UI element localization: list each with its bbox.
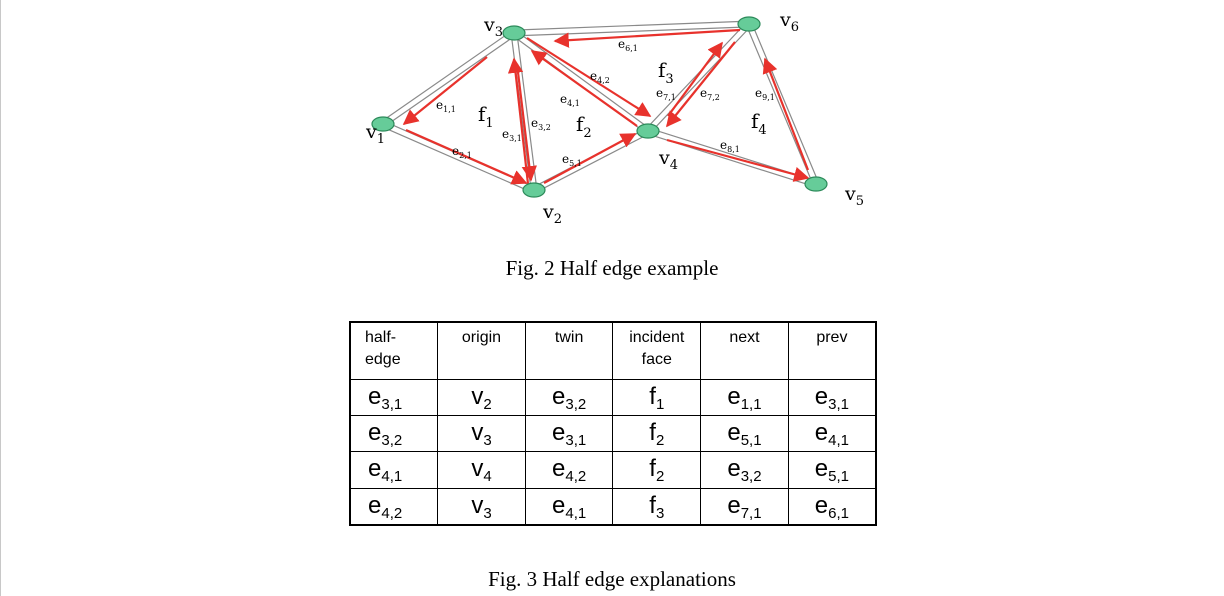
half-edge-diagram: v1 v2 v3 v4 v5 v6 f1 f2 f3 f4 e1,1 e2,1 e3,1 e3,2 e4,1… xyxy=(365,9,864,227)
edge-label-10: e8,1 xyxy=(720,138,740,154)
cell-incident-face: f1 xyxy=(612,378,702,417)
cell-twin: e3,1 xyxy=(524,415,614,453)
cell-prev: e4,1 xyxy=(787,415,877,453)
half-edge-arrow-e21 xyxy=(405,128,528,185)
column-header-origin: origin xyxy=(437,321,526,380)
cell-origin: v3 xyxy=(437,487,526,526)
half-edge-arrow-e81 xyxy=(666,138,810,182)
vertex-label-3: v3 xyxy=(483,14,503,40)
edge-label-8: e7,1 xyxy=(656,86,676,102)
edge-label-9: e7,2 xyxy=(700,86,720,102)
figure-2-caption: Fig. 2 Half edge example xyxy=(505,256,719,280)
cell-next: e1,1 xyxy=(700,378,789,417)
cell-twin: e4,1 xyxy=(524,487,614,526)
edge-label-6: e5,1 xyxy=(562,152,582,168)
cell-half-edge: e3,1 xyxy=(349,378,439,417)
half-edge-arrow-e61 xyxy=(553,28,741,48)
mesh-edge-v1-v2 xyxy=(379,120,538,194)
face-label-4: f4 xyxy=(751,109,767,138)
cell-next: e3,2 xyxy=(700,451,789,489)
cell-incident-face: f3 xyxy=(612,487,702,526)
cell-prev: e6,1 xyxy=(787,487,877,526)
vertex-label-4: v4 xyxy=(658,147,678,173)
vertex-v2 xyxy=(522,182,546,198)
half-edge-arrow-e42 xyxy=(526,37,652,117)
cell-half-edge: e4,1 xyxy=(349,451,439,489)
half-edge-arrow-e31 xyxy=(515,63,537,182)
mesh-edge-v3-v2 xyxy=(510,29,538,194)
edge-label-4: e4,1 xyxy=(560,92,580,108)
edge-label-7: e6,1 xyxy=(618,37,638,53)
page-left-border xyxy=(0,0,1,596)
edge-label-5: e4,2 xyxy=(590,69,610,85)
cell-half-edge: e3,2 xyxy=(349,415,439,453)
cell-prev: e3,1 xyxy=(787,378,877,417)
face-label-2: f2 xyxy=(576,112,592,141)
half-edge-arrow-e11 xyxy=(402,56,488,125)
edge-label-1: e2,1 xyxy=(452,144,472,160)
edge-label-0: e1,1 xyxy=(436,98,456,114)
column-header-half-edge: half-edge xyxy=(349,321,439,380)
half-edge-arrow-e72 xyxy=(666,41,736,128)
mesh-edge-v3-v6 xyxy=(510,20,753,37)
half-edge-arrow-e91 xyxy=(762,57,810,171)
cell-origin: v4 xyxy=(437,451,526,489)
vertex-label-2: v2 xyxy=(542,201,562,227)
face-label-3: f3 xyxy=(658,58,674,87)
cell-twin: e4,2 xyxy=(524,451,614,489)
vertex-v5 xyxy=(804,176,828,192)
edge-label-11: e9,1 xyxy=(755,86,775,102)
cell-incident-face: f2 xyxy=(612,415,702,453)
vertex-label-6: v6 xyxy=(779,9,799,35)
cell-prev: e5,1 xyxy=(787,451,877,489)
cell-next: e5,1 xyxy=(700,415,789,453)
vertex-v4 xyxy=(636,123,660,139)
half-edge-arrow-e51 xyxy=(543,133,637,184)
vertex-v1 xyxy=(371,116,395,132)
face-label-1: f1 xyxy=(478,102,494,131)
vertex-label-1: v1 xyxy=(365,121,385,147)
edge-label-3: e3,2 xyxy=(531,116,551,132)
mesh-edge-v1-v3 xyxy=(379,29,518,128)
cell-next: e7,1 xyxy=(700,487,789,526)
cell-origin: v3 xyxy=(437,415,526,453)
vertex-v6 xyxy=(737,16,761,32)
column-header-next: next xyxy=(700,321,789,380)
cell-half-edge: e4,2 xyxy=(349,487,439,526)
cell-origin: v2 xyxy=(437,378,526,417)
column-header-twin: twin xyxy=(524,321,614,380)
edge-label-2: e3,1 xyxy=(502,127,522,143)
vertex-label-5: v5 xyxy=(844,183,864,209)
cell-incident-face: f2 xyxy=(612,451,702,489)
column-header-prev: prev xyxy=(787,321,877,380)
vertex-v3 xyxy=(502,25,526,41)
mesh-edge-v4-v6 xyxy=(644,20,753,135)
half-edge-arrow-e32 xyxy=(507,57,530,185)
half-edge-arrow-e71 xyxy=(667,41,723,117)
half-edge-arrow-e41 xyxy=(530,50,638,127)
cell-twin: e3,2 xyxy=(524,378,614,417)
figure-3-caption: Fig. 3 Half edge explanations xyxy=(488,567,736,591)
mesh-edge-v3-v4 xyxy=(510,29,652,135)
